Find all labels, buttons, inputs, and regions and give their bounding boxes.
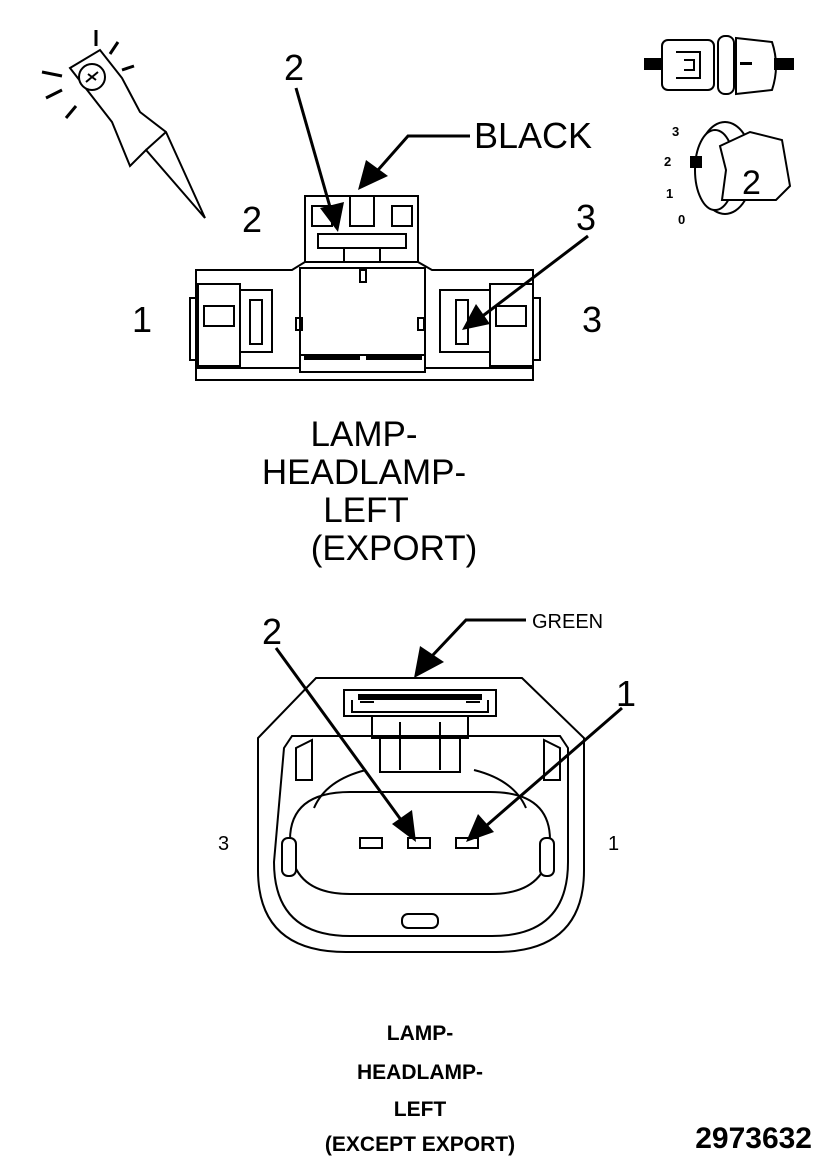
top-caption-line-1: LAMP-	[311, 415, 418, 454]
bottom-color-label: GREEN	[532, 611, 603, 633]
top-arrow-label-2: 2	[284, 47, 304, 88]
top-pin-label-2: 2	[242, 199, 262, 240]
bottom-pin-label-3: 3	[218, 833, 229, 855]
bottom-arrow-label-2: 2	[262, 611, 282, 652]
top-pin2-arrow	[294, 87, 344, 232]
bottom-pin2-arrow	[274, 647, 416, 842]
bottom-caption-line-3: LEFT	[394, 1098, 447, 1121]
bottom-pin1-arrow	[466, 706, 623, 842]
key-mark-3: 3	[672, 124, 679, 139]
top-pin-label-1: 1	[132, 299, 152, 340]
figure-id: 2973632	[695, 1122, 812, 1155]
bottom-connector-caption: LAMP- HEADLAMP- LEFT (EXCEPT EXPORT)	[325, 1022, 515, 1156]
key-mark-2: 2	[664, 154, 671, 169]
top-connector-caption: LAMP- HEADLAMP- LEFT (EXPORT)	[262, 415, 477, 568]
bottom-caption-line-4: (EXCEPT EXPORT)	[325, 1133, 515, 1156]
bottom-connector-body	[257, 677, 585, 953]
top-pin3-arrow	[462, 234, 589, 330]
bottom-pin-label-1: 1	[608, 833, 619, 855]
top-color-label: BLACK	[474, 115, 592, 156]
top-pin-label-3: 3	[582, 299, 602, 340]
probe-tool-icon	[41, 30, 206, 219]
key-mark-1: 1	[666, 186, 673, 201]
top-caption-line-2: HEADLAMP-	[262, 453, 466, 492]
top-arrow-label-3: 3	[576, 197, 596, 238]
connector-pair-icon	[644, 35, 794, 96]
key-number: 2	[742, 164, 761, 202]
top-color-arrow	[358, 134, 470, 190]
top-caption-line-4: (EXPORT)	[311, 529, 478, 568]
top-caption-line-3: LEFT	[323, 491, 409, 530]
key-mark-0: 0	[678, 212, 685, 227]
key-icon: 3 2 1 0 2	[664, 121, 792, 227]
bottom-arrow-label-1: 1	[616, 673, 636, 714]
top-connector-body	[189, 195, 541, 381]
bottom-caption-line-2: HEADLAMP-	[357, 1061, 483, 1084]
bottom-color-arrow	[414, 618, 526, 678]
bottom-caption-line-1: LAMP-	[387, 1022, 454, 1045]
